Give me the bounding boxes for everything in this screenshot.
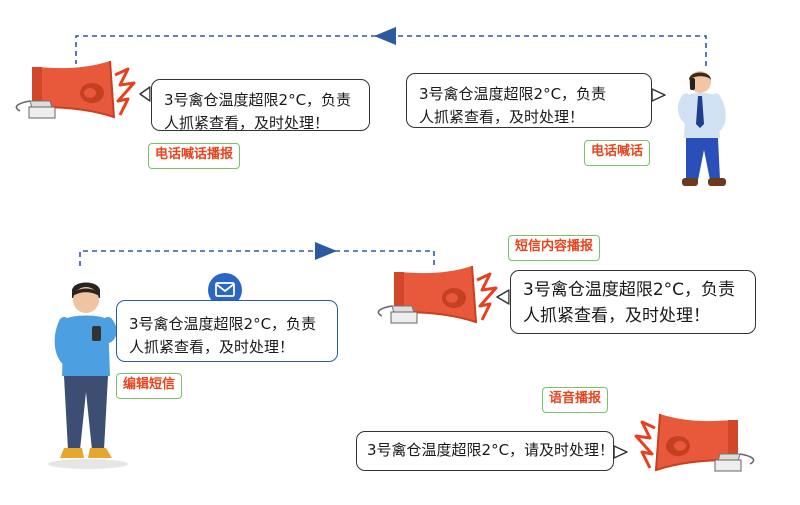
message-line: 3号禽仓温度超限2°C，负责: [164, 91, 352, 109]
message-line: 人抓紧查看，及时处理！: [419, 108, 585, 126]
message-line: 人抓紧查看，及时处理！: [164, 114, 330, 132]
tail-top-right: [651, 88, 666, 102]
horn-speaker-icon: [377, 265, 498, 324]
label-phone-broadcast: 电话喊话播报: [148, 143, 241, 169]
middle-flow-arrow: [315, 242, 337, 260]
message-bubble-bottom: 3号禽仓温度超限2°C，请及时处理！: [356, 431, 614, 471]
message-line: 人抓紧查看，及时处理！: [129, 338, 295, 356]
horn-speaker-icon: [15, 60, 136, 119]
tail-bottom: [613, 445, 628, 459]
top-flow-arrow: [374, 27, 396, 45]
tail-top-left: [139, 86, 151, 102]
middle-flow-line: [79, 250, 435, 266]
message-bubble-mid-right: 3号禽仓温度超限2°C，负责 人抓紧查看，及时处理！: [510, 270, 756, 334]
horn-speaker-icon: [634, 413, 755, 472]
message-bubble-sms: 3号禽仓温度超限2°C，负责 人抓紧查看，及时处理！: [116, 300, 338, 362]
label-phone-call: 电话喊话: [584, 140, 651, 166]
label-edit-sms: 编辑短信: [116, 373, 183, 399]
message-line: 3号禽仓温度超限2°C，负责: [523, 280, 736, 300]
message-line: 3号禽仓温度超限2°C，请及时处理！: [367, 441, 615, 459]
mail-envelope-icon: [208, 273, 242, 307]
tail-mid-right: [496, 289, 510, 305]
message-line: 3号禽仓温度超限2°C，负责: [419, 85, 607, 103]
person-calling-figure: [677, 71, 726, 186]
label-voice-broadcast: 语音播报: [542, 387, 609, 413]
message-line: 人抓紧查看，及时处理！: [523, 306, 710, 326]
message-bubble-top-right: 3号禽仓温度超限2°C，负责 人抓紧查看，及时处理！: [406, 73, 652, 128]
label-sms-broadcast: 短信内容播报: [508, 235, 601, 261]
message-line: 3号禽仓温度超限2°C，负责: [129, 315, 317, 333]
message-bubble-top-left: 3号禽仓温度超限2°C，负责 人抓紧查看，及时处理！: [151, 79, 370, 132]
person-texting-figure: [48, 282, 128, 469]
